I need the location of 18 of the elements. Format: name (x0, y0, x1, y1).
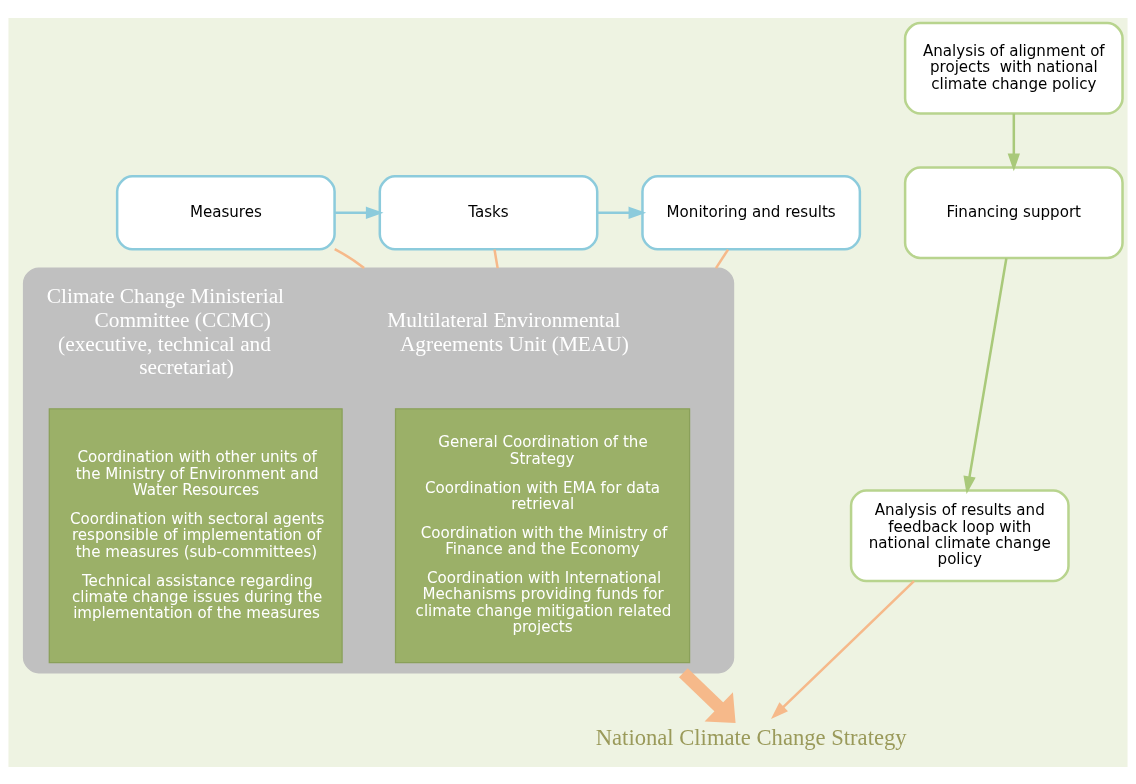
arrow (679, 667, 736, 723)
node-box: General Coordination of the Strategy Coordination with EMA for data retrieval Coordination with the Ministry of Finance and the Economy Coordination with International Mechanisms providing funds for climate change mitigation related projects (394, 407, 691, 663)
connector (334, 247, 365, 269)
connector (493, 248, 499, 268)
node-box: Monitoring and results (641, 174, 862, 250)
node-box: Analysis of results and feedback loop with national climate change policy (849, 488, 1070, 582)
node-box: Financing support (903, 165, 1124, 259)
node-box: Measures (115, 174, 336, 250)
arrow (334, 206, 384, 219)
arrow (963, 257, 1008, 494)
arrow (597, 206, 647, 219)
arrow (771, 579, 915, 719)
node-box: Analysis of alignment of projects with national climate change policy (903, 21, 1124, 115)
connector (714, 248, 730, 269)
arrow (1007, 113, 1020, 171)
node-box: Coordination with other units of the Ministry of Environment and Water Resources Coordination with sectoral agents responsible of implementation of the measures (sub-committees) Technical assistance regarding climate change issues during the implementation of the measures (48, 407, 343, 663)
node-box: Tasks (378, 174, 599, 250)
node-text: National Climate Change Strategy (595, 724, 907, 750)
